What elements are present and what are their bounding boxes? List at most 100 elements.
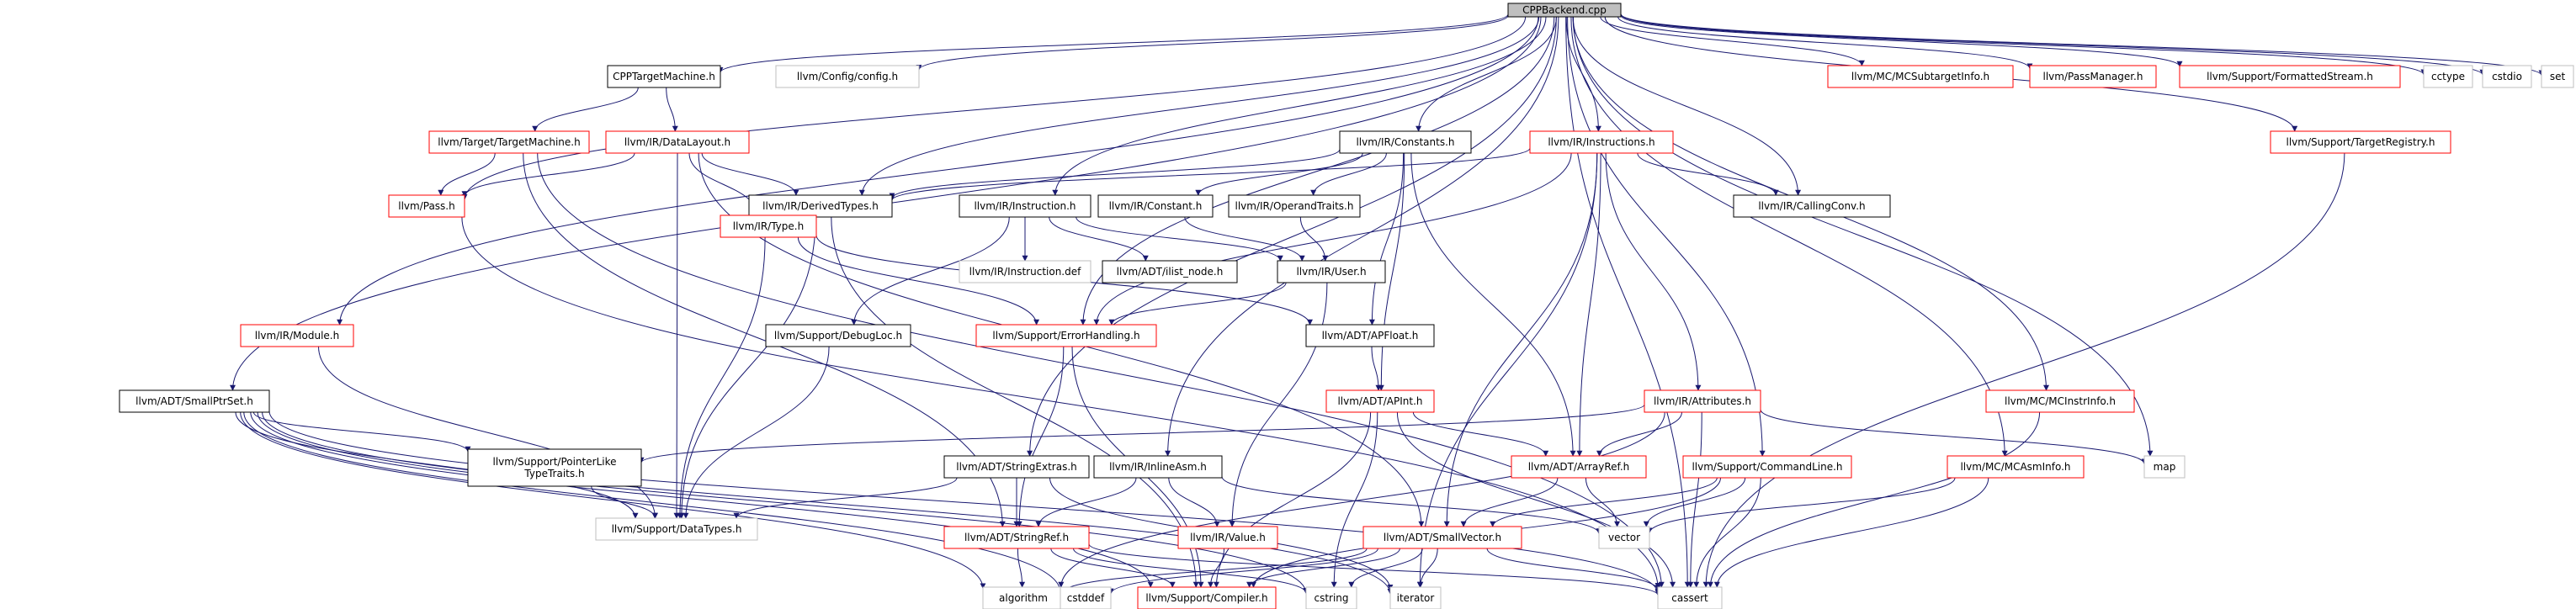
edge-root-to-cctype xyxy=(1620,13,2427,76)
node-datalayout[interactable]: llvm/IR/DataLayout.h xyxy=(605,130,750,154)
node-mcinstr[interactable]: llvm/MC/MCInstrInfo.h xyxy=(1985,389,2135,413)
node-label-user: llvm/IR/User.h xyxy=(1296,266,1366,278)
edge-constants-to-apint xyxy=(1378,152,1405,391)
node-passmgr[interactable]: llvm/PassManager.h xyxy=(2029,65,2157,88)
node-label-cstring: cstring xyxy=(1314,592,1348,604)
edge-smallptrset-to-cstddef xyxy=(243,411,1064,594)
node-label-iterator: iterator xyxy=(1397,592,1435,604)
edge-constants-to-constant xyxy=(1195,152,1363,196)
edge-instruction-to-debugloc xyxy=(851,216,1010,326)
edge-tgtmach-to-cassert xyxy=(537,152,1665,588)
node-tgtreg[interactable]: llvm/Support/TargetRegistry.h xyxy=(2270,130,2451,154)
edge-root-to-cassert xyxy=(1565,16,1691,588)
edge-root-to-passmgr xyxy=(1617,16,2033,70)
edge-inlineasm-to-vector xyxy=(1221,476,1602,535)
node-callconv[interactable]: llvm/IR/CallingConv.h xyxy=(1733,194,1891,218)
node-constants[interactable]: llvm/IR/Constants.h xyxy=(1339,130,1472,154)
node-box-arrayref xyxy=(1511,455,1647,479)
node-map: map xyxy=(2143,455,2186,479)
edge-root-to-mcsub xyxy=(1600,16,1865,66)
node-root[interactable]: CPPBackend.cpp xyxy=(1507,3,1622,18)
node-attributes[interactable]: llvm/IR/Attributes.h xyxy=(1644,389,1761,413)
node-box-cstdio xyxy=(2482,65,2532,88)
edge-smallvector-to-cstring xyxy=(1348,548,1423,588)
node-box-cpptm xyxy=(607,65,721,88)
node-tgtmach[interactable]: llvm/Target/TargetMachine.h xyxy=(428,130,590,154)
node-label-passmgr: llvm/PassManager.h xyxy=(2043,71,2143,82)
edge-constants-to-arrayref xyxy=(1410,152,1576,457)
node-box-debugloc xyxy=(765,324,911,347)
node-box-cassert xyxy=(1657,586,1723,609)
node-label-derived: llvm/IR/DerivedTypes.h xyxy=(762,200,879,212)
node-box-ptrlike xyxy=(467,448,642,487)
node-label-cstddef: cstddef xyxy=(1067,592,1105,604)
edge-stringref-to-algorithm xyxy=(1017,548,1026,588)
node-cmdline[interactable]: llvm/Support/CommandLine.h xyxy=(1682,455,1852,479)
node-type[interactable]: llvm/IR/Type.h xyxy=(720,214,817,238)
node-smallptrset[interactable]: llvm/ADT/SmallPtrSet.h xyxy=(119,389,270,413)
edge-value-to-compiler xyxy=(1208,548,1224,588)
edge-mcasm-to-vector xyxy=(1646,477,1956,534)
edge-attributes-to-algorithm xyxy=(1058,411,1665,588)
node-cctype: cctype xyxy=(2423,65,2473,88)
node-constant[interactable]: llvm/IR/Constant.h xyxy=(1097,194,1214,218)
node-stringextras[interactable]: llvm/ADT/StringExtras.h xyxy=(943,455,1090,479)
edge-constant-to-user xyxy=(1184,216,1305,262)
node-debugloc[interactable]: llvm/Support/DebugLoc.h xyxy=(765,324,911,347)
node-label-mcasm: llvm/MC/MCAsmInfo.h xyxy=(1960,461,2070,473)
node-apint[interactable]: llvm/ADT/APInt.h xyxy=(1325,389,1435,413)
node-box-cmdline xyxy=(1682,455,1852,479)
node-box-stringextras xyxy=(943,455,1090,479)
node-label-instdef: llvm/IR/Instruction.def xyxy=(969,266,1081,278)
edge-smallvector-to-algorithm xyxy=(1060,548,1368,593)
node-cpptm[interactable]: CPPTargetMachine.h xyxy=(607,65,721,88)
edge-inlineasm-to-stringref xyxy=(1035,477,1137,527)
node-inlineasm[interactable]: llvm/IR/InlineAsm.h xyxy=(1093,455,1223,479)
node-label-stringref: llvm/ADT/StringRef.h xyxy=(964,532,1069,543)
node-box-opertraits xyxy=(1228,194,1361,218)
node-label-ilistnode: llvm/ADT/ilist_node.h xyxy=(1117,266,1224,278)
edge-attributes-to-ptrlike xyxy=(638,404,1645,463)
node-label-pass: llvm/Pass.h xyxy=(398,200,454,212)
node-label-stringextras: llvm/ADT/StringExtras.h xyxy=(956,461,1076,473)
node-label-arrayref: llvm/ADT/ArrayRef.h xyxy=(1528,461,1630,473)
node-cstddef: cstddef xyxy=(1060,586,1112,609)
node-stringref[interactable]: llvm/ADT/StringRef.h xyxy=(943,526,1090,549)
node-compiler[interactable]: llvm/Support/Compiler.h xyxy=(1137,586,1277,609)
node-fstream[interactable]: llvm/Support/FormattedStream.h xyxy=(2179,65,2401,88)
node-derived[interactable]: llvm/IR/DerivedTypes.h xyxy=(748,194,893,218)
node-box-pass xyxy=(388,194,465,218)
node-label-cstdio: cstdio xyxy=(2492,71,2522,82)
edge-debugloc-to-datatypes xyxy=(683,346,830,519)
node-module[interactable]: llvm/IR/Module.h xyxy=(240,324,354,347)
node-label-tgtmach: llvm/Target/TargetMachine.h xyxy=(438,136,580,148)
node-ilistnode[interactable]: llvm/ADT/ilist_node.h xyxy=(1102,260,1238,283)
node-smallvector[interactable]: llvm/ADT/SmallVector.h xyxy=(1362,526,1522,549)
edge-layer xyxy=(230,13,2545,596)
edge-root-to-stringextras xyxy=(1027,16,1557,457)
node-instruction[interactable]: llvm/IR/Instruction.h xyxy=(959,194,1091,218)
node-arrayref[interactable]: llvm/ADT/ArrayRef.h xyxy=(1511,455,1647,479)
node-opertraits[interactable]: llvm/IR/OperandTraits.h xyxy=(1228,194,1361,218)
node-label-cmdline: llvm/Support/CommandLine.h xyxy=(1692,461,1842,473)
node-instructions[interactable]: llvm/IR/Instructions.h xyxy=(1529,130,1674,154)
node-errhandling[interactable]: llvm/Support/ErrorHandling.h xyxy=(975,324,1157,347)
node-mcasm[interactable]: llvm/MC/MCAsmInfo.h xyxy=(1947,455,2085,479)
node-mcsub[interactable]: llvm/MC/MCSubtargetInfo.h xyxy=(1827,65,2014,88)
node-box-module xyxy=(240,324,354,347)
node-pass[interactable]: llvm/Pass.h xyxy=(388,194,465,218)
node-box-vector xyxy=(1598,526,1650,549)
edge-root-to-derived xyxy=(858,16,1540,196)
node-apfloat[interactable]: llvm/ADT/APFloat.h xyxy=(1305,324,1435,347)
edge-cmdline-to-vector xyxy=(1643,477,1746,527)
node-box-cstddef xyxy=(1060,586,1112,609)
node-value[interactable]: llvm/IR/Value.h xyxy=(1177,526,1278,549)
node-user[interactable]: llvm/IR/User.h xyxy=(1277,260,1386,283)
edge-derived-to-datatypes xyxy=(678,216,816,519)
edge-mcinstr-to-cassert xyxy=(1707,411,2041,588)
node-label-debugloc: llvm/Support/DebugLoc.h xyxy=(774,330,902,342)
node-label-apint: llvm/ADT/APInt.h xyxy=(1337,395,1422,407)
edge-instructions-to-derived xyxy=(889,147,1531,201)
